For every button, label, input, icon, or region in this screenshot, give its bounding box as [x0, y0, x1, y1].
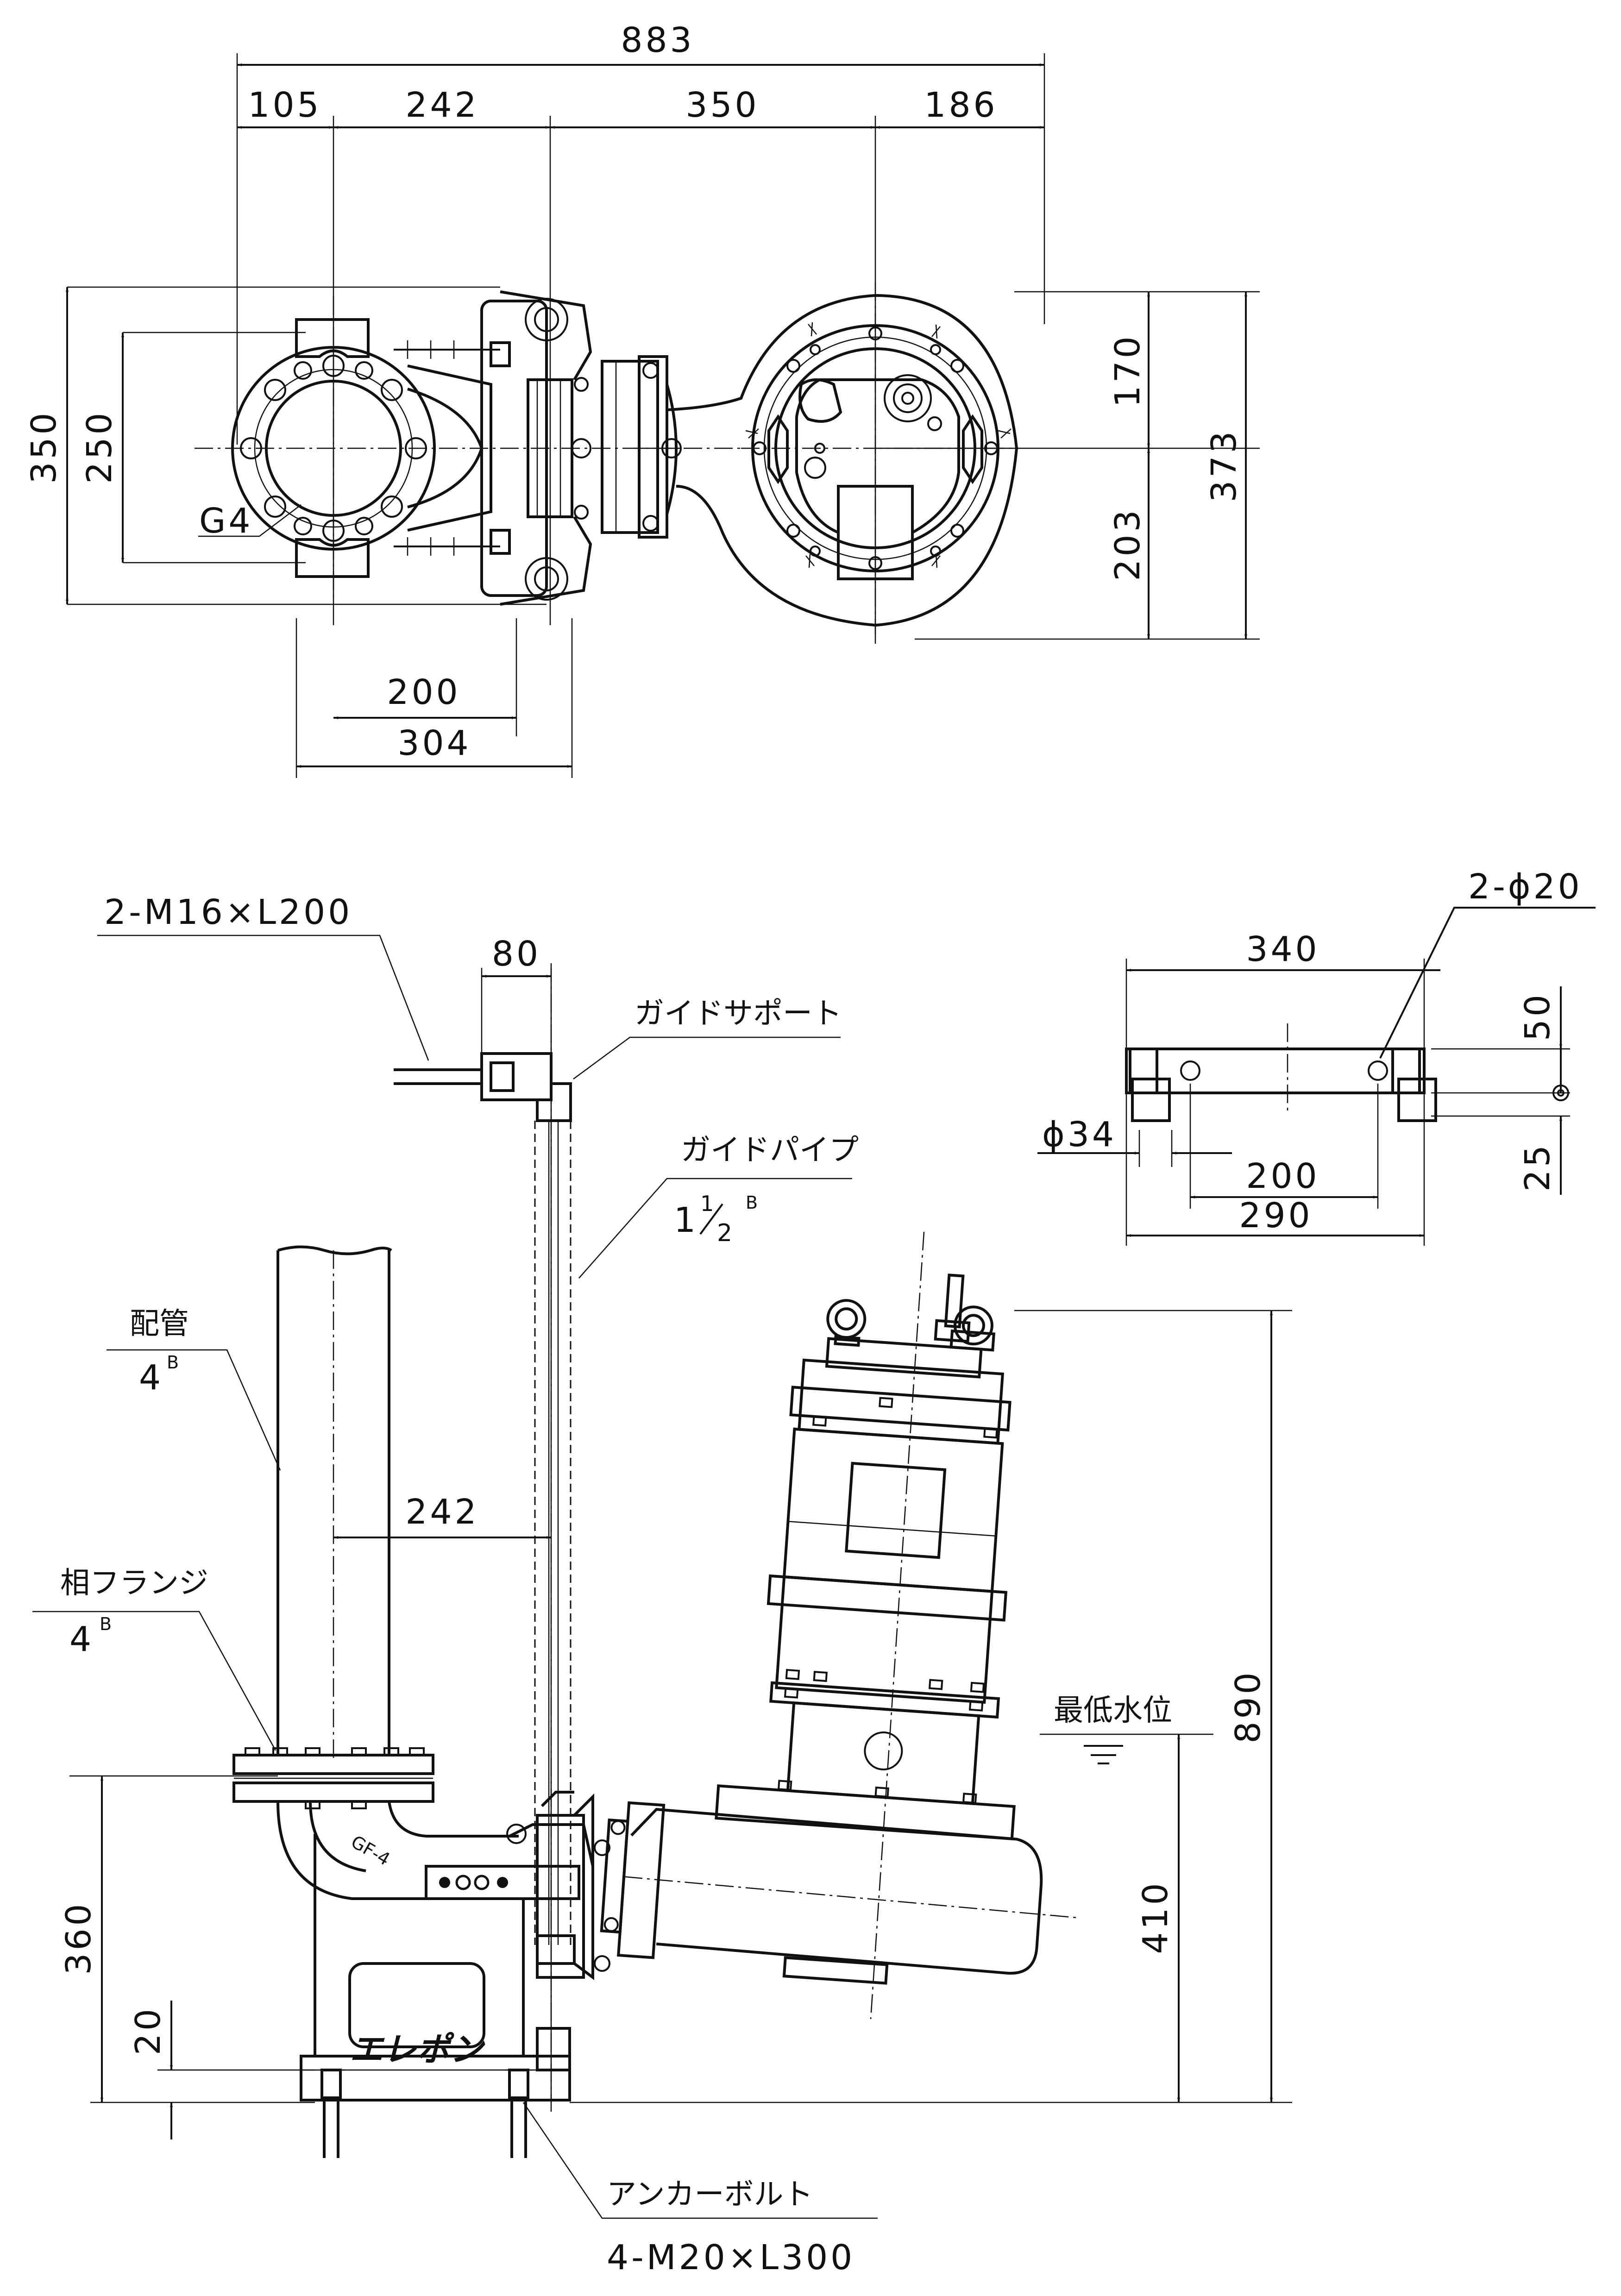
dim-373: 373 — [1204, 428, 1244, 502]
dim-2-phi20: 2-ϕ20 — [1468, 867, 1583, 907]
piping-size: 4 — [139, 1358, 163, 1398]
elbow-mark: GF-4 — [348, 1832, 394, 1870]
label-min-water-level: 最低水位 — [1054, 1694, 1172, 1728]
elevation-view: 80 2-M16×L200 ガイドサポート ガイドパイプ 1 1 2 B — [32, 892, 1292, 2277]
dim-25: 25 — [1518, 1142, 1558, 1192]
dim-350-top: 350 — [685, 85, 759, 125]
dim-186: 186 — [924, 85, 998, 125]
brand-logo: エレポン — [350, 2030, 485, 2069]
guide-body — [394, 290, 682, 606]
dim-304: 304 — [397, 723, 471, 763]
pump-unit — [600, 1231, 1076, 2020]
plan-view: 883 105 242 350 186 350 250 170 373 203 … — [24, 20, 1260, 778]
dim-200-detail: 200 — [1246, 1156, 1319, 1196]
guide-pipe-size-sup: B — [746, 1192, 758, 1213]
duckfoot-elbow — [276, 1791, 594, 2102]
dim-290: 290 — [1239, 1196, 1313, 1236]
guide-support — [394, 1052, 572, 1122]
label-guide-pipe: ガイドパイプ — [681, 1133, 859, 1167]
dim-340: 340 — [1246, 929, 1319, 969]
mating-flange-size: 4 — [69, 1619, 94, 1659]
guide-clamp — [536, 1793, 610, 2071]
label-guide-support: ガイドサポート — [635, 997, 842, 1031]
plan-extension-lines — [67, 53, 1260, 778]
piping-size-sup: B — [167, 1352, 179, 1373]
guide-pipe-size-den: 2 — [717, 1219, 732, 1247]
label-anchor-bolt: アンカーボルト — [607, 2177, 813, 2212]
pump-plan — [666, 294, 1018, 627]
dim-80: 80 — [492, 934, 541, 974]
mating-flange-size-sup: B — [100, 1614, 112, 1634]
dim-phi34: ϕ34 — [1042, 1115, 1117, 1154]
riser-pipe — [276, 1245, 392, 1760]
dim-203: 203 — [1108, 507, 1148, 581]
guide-pipe-size-num: 1 — [700, 1191, 714, 1216]
discharge-flange — [231, 318, 436, 578]
dim-20: 20 — [128, 2006, 168, 2055]
base-detail: 2-ϕ20 340 50 ϕ34 200 290 25 — [1037, 867, 1596, 1246]
dim-360: 360 — [59, 1901, 99, 1975]
dim-105: 105 — [248, 85, 321, 125]
dim-250: 250 — [80, 410, 119, 483]
plan-dim-lines — [66, 63, 1247, 768]
dim-242: 242 — [405, 85, 479, 125]
dim-200-base: 200 — [387, 672, 460, 712]
water-level-symbol — [1040, 1733, 1213, 1764]
dim-170: 170 — [1108, 333, 1148, 407]
label-mating-flange: 相フランジ — [60, 1566, 208, 1600]
label-top-bolt: 2-M16×L200 — [104, 892, 352, 932]
dim-350-side: 350 — [24, 410, 64, 483]
flange-label-g4: G4 — [199, 501, 253, 541]
label-piping: 配管 — [130, 1307, 189, 1341]
guide-pipe-size-whole: 1 — [674, 1200, 698, 1240]
dim-890: 890 — [1228, 1669, 1268, 1743]
dim-883: 883 — [621, 20, 694, 60]
dim-50: 50 — [1518, 992, 1558, 1041]
anchor-bolt-spec: 4-M20×L300 — [607, 2238, 855, 2277]
dim-242-elev: 242 — [405, 1492, 479, 1532]
anchor-bolts — [320, 2069, 533, 2158]
flange-stack — [232, 1747, 434, 1809]
dim-410: 410 — [1136, 1880, 1175, 1954]
